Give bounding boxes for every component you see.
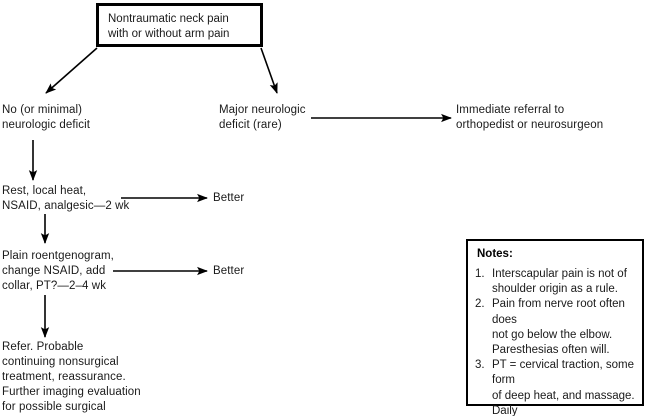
note-item: 1. Interscapular pain is not of shoulder… bbox=[475, 267, 638, 297]
note-item: 3. PT = cervical traction, some form of … bbox=[475, 358, 638, 416]
note-number: 1. bbox=[475, 268, 485, 280]
note-number: 3. bbox=[475, 359, 485, 372]
notes-list: 1. Interscapular pain is not of shoulder… bbox=[475, 267, 638, 416]
note-text: Interscapular pain is not of shoulder or… bbox=[492, 268, 627, 296]
step-3-label: Refer. Probable continuing nonsurgical t… bbox=[2, 341, 141, 413]
note-text: PT = cervical traction, some form of dee… bbox=[492, 359, 635, 416]
branch-label-immediate-referral: Immediate referral to orthopedist or neu… bbox=[456, 104, 604, 131]
notes-title: Notes: bbox=[477, 248, 513, 260]
edge-root-to-left bbox=[45, 47, 98, 94]
branch-label-no-deficit: No (or minimal) neurologic deficit bbox=[2, 104, 91, 131]
root-node-label: Nontraumatic neck pain with or without a… bbox=[108, 13, 230, 40]
notes-panel: Notes: 1. Interscapular pain is not of s… bbox=[466, 239, 644, 416]
edge-root-to-center bbox=[260, 47, 278, 94]
note-number: 2. bbox=[475, 298, 485, 311]
step-1-label: Rest, local heat, NSAID, analgesic—2 wk bbox=[2, 185, 130, 212]
note-text: Pain from nerve root often does not go b… bbox=[492, 298, 625, 357]
note-item: 2. Pain from nerve root often does not g… bbox=[475, 297, 638, 358]
step-1-outcome-better: Better bbox=[213, 192, 245, 204]
step-2-outcome-better: Better bbox=[213, 265, 245, 277]
branch-label-major-deficit: Major neurologic deficit (rare) bbox=[219, 104, 306, 131]
root-node-box: Nontraumatic neck pain with or without a… bbox=[96, 3, 263, 47]
step-2-label: Plain roentgenogram, change NSAID, add c… bbox=[2, 250, 114, 292]
